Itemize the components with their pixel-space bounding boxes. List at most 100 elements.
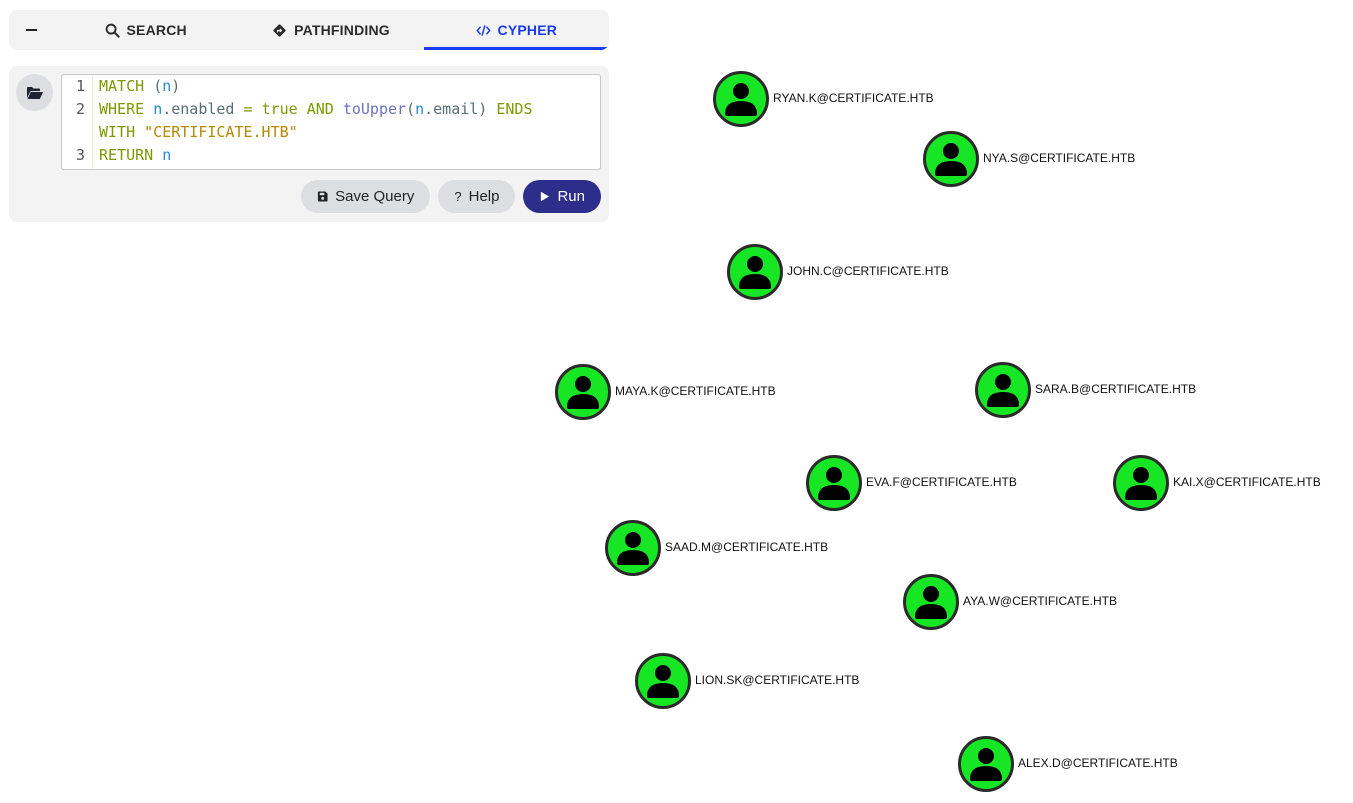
help-button[interactable]: ? Help (438, 180, 516, 213)
user-node-circle[interactable] (727, 244, 783, 300)
user-node[interactable]: SARA.B@CERTIFICATE.HTB (975, 362, 1196, 418)
user-icon (725, 83, 757, 116)
user-node-circle[interactable] (605, 520, 661, 576)
code-token: n (162, 77, 172, 95)
tab-search[interactable]: SEARCH (53, 10, 238, 50)
user-node-circle[interactable] (958, 736, 1014, 792)
run-label: Run (557, 188, 585, 205)
user-node-circle[interactable] (806, 455, 862, 511)
user-icon (935, 143, 967, 176)
tab-search-label: SEARCH (126, 22, 187, 38)
user-node[interactable]: AYA.W@CERTIFICATE.HTB (903, 574, 1117, 630)
user-node-label: SAAD.M@CERTIFICATE.HTB (665, 540, 829, 554)
code-token (144, 77, 153, 95)
user-node[interactable]: ALEX.D@CERTIFICATE.HTB (958, 736, 1178, 792)
code-icon (476, 24, 491, 36)
user-node-label: KAI.X@CERTIFICATE.HTB (1173, 475, 1321, 489)
user-node-circle[interactable] (923, 131, 979, 187)
code-token: ( (406, 100, 416, 118)
user-node-circle[interactable] (713, 71, 769, 127)
user-node[interactable]: SAAD.M@CERTIFICATE.HTB (605, 520, 828, 576)
question-icon: ? (454, 189, 462, 204)
saved-queries-button[interactable] (16, 74, 53, 111)
line-number: 3 (75, 146, 85, 164)
code-token (334, 100, 343, 118)
code-line: MATCH (n) (99, 75, 180, 98)
code-token: n (162, 146, 172, 164)
code-line: WHERE n.enabled = true AND toUpper(n.ema… (99, 98, 533, 121)
user-node-circle[interactable] (975, 362, 1031, 418)
code-token: WITH (99, 123, 136, 141)
save-icon (318, 191, 328, 202)
user-node[interactable]: JOHN.C@CERTIFICATE.HTB (727, 244, 949, 300)
line-number: 2 (75, 100, 85, 118)
route-diamond-icon (273, 23, 286, 37)
user-node[interactable]: MAYA.K@CERTIFICATE.HTB (555, 364, 776, 420)
code-token: "CERTIFICATE.HTB" (144, 123, 298, 141)
user-node-label: SARA.B@CERTIFICATE.HTB (1035, 382, 1197, 396)
code-token: toUpper (342, 100, 407, 118)
tab-cypher[interactable]: CYPHER (423, 10, 609, 50)
code-token: ( (153, 77, 163, 95)
cypher-query-editor[interactable]: 1 2 3 MATCH (n) WHERE n.enabled = true A… (61, 74, 601, 170)
user-node-circle[interactable] (635, 653, 691, 709)
tab-pathfinding-label: PATHFINDING (294, 22, 390, 38)
user-icon (970, 748, 1002, 781)
user-icon (567, 376, 599, 409)
user-icon (617, 532, 649, 565)
minus-icon (25, 29, 37, 31)
collapse-panel-button[interactable] (9, 10, 53, 50)
code-token: MATCH (99, 77, 145, 95)
code-token: .email) (424, 100, 497, 118)
user-node[interactable]: KAI.X@CERTIFICATE.HTB (1113, 455, 1321, 511)
user-node-label: LION.SK@CERTIFICATE.HTB (695, 673, 860, 687)
code-token (253, 100, 262, 118)
user-icon (1125, 467, 1157, 500)
user-node-label: NYA.S@CERTIFICATE.HTB (983, 151, 1136, 165)
help-label: Help (468, 188, 500, 205)
user-node[interactable]: RYAN.K@CERTIFICATE.HTB (713, 71, 934, 127)
tab-pathfinding[interactable]: PATHFINDING (238, 10, 423, 50)
cypher-query-panel: 1 2 3 MATCH (n) WHERE n.enabled = true A… (9, 66, 609, 222)
code-line: RETURN n (99, 144, 171, 167)
run-button[interactable]: Run (523, 180, 601, 213)
code-token: ) (171, 77, 181, 95)
code-token: n (415, 100, 425, 118)
user-icon (739, 256, 771, 289)
save-query-button[interactable]: Save Query (301, 180, 431, 213)
line-number: 1 (75, 77, 85, 95)
user-node-label: JOHN.C@CERTIFICATE.HTB (787, 264, 949, 278)
user-node-circle[interactable] (1113, 455, 1169, 511)
code-token: .enabled (162, 100, 244, 118)
query-actions: Save Query ? Help Run (301, 180, 601, 213)
user-node-label: ALEX.D@CERTIFICATE.HTB (1018, 756, 1178, 770)
user-node-label: AYA.W@CERTIFICATE.HTB (963, 594, 1117, 608)
user-node[interactable]: NYA.S@CERTIFICATE.HTB (923, 131, 1135, 187)
code-token: ENDS (496, 100, 533, 118)
code-token: true (261, 100, 298, 118)
code-line-wrapped: WITH "CERTIFICATE.HTB" (99, 121, 298, 144)
code-token: = (243, 100, 253, 118)
code-token: AND (306, 100, 334, 118)
code-token: RETURN (99, 146, 154, 164)
user-node-circle[interactable] (555, 364, 611, 420)
save-query-label: Save Query (335, 188, 415, 205)
line-number-gutter: 1 2 3 (62, 75, 93, 169)
user-node[interactable]: EVA.F@CERTIFICATE.HTB (806, 455, 1017, 511)
code-token (298, 100, 307, 118)
user-node[interactable]: LION.SK@CERTIFICATE.HTB (635, 653, 859, 709)
code-token (135, 123, 144, 141)
user-icon (915, 586, 947, 619)
user-icon (647, 665, 679, 698)
user-node-label: MAYA.K@CERTIFICATE.HTB (615, 384, 776, 398)
user-icon (987, 374, 1019, 407)
user-icon (818, 467, 850, 500)
folder-open-icon (26, 86, 43, 99)
search-tab-bar: SEARCH PATHFINDING CYPHER (9, 10, 609, 50)
user-node-circle[interactable] (903, 574, 959, 630)
user-node-label: EVA.F@CERTIFICATE.HTB (866, 475, 1017, 489)
code-token (144, 100, 153, 118)
code-token (153, 146, 162, 164)
user-node-label: RYAN.K@CERTIFICATE.HTB (773, 91, 934, 105)
